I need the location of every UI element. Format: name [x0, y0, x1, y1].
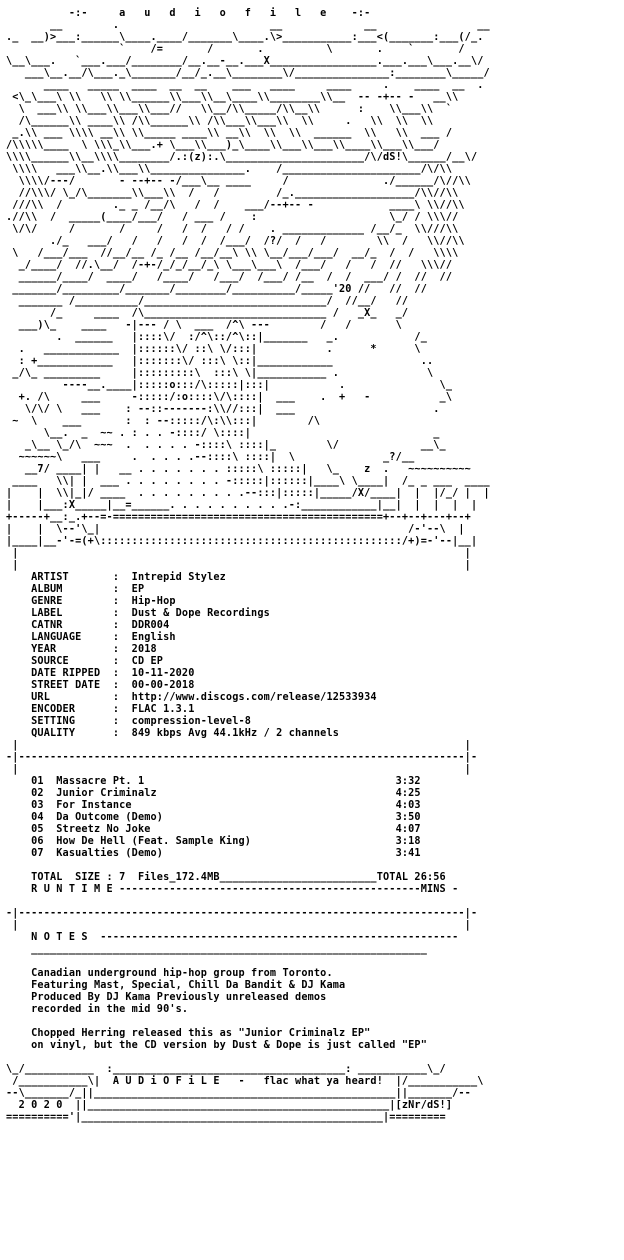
notes-line: recorded in the mid 90's.: [6, 1004, 189, 1015]
header-art-line: _______ /__________/____________________…: [6, 296, 409, 307]
info-field-album: ALBUM : EP: [6, 584, 145, 595]
track-row: 04 Da Outcome (Demo) 3:50: [6, 812, 421, 823]
track-row: 01 Massacre Pt. 1 3:32: [6, 776, 421, 787]
header-title-line: -:- a u d i o f i l e -:-: [6, 8, 371, 19]
footer-line: /___________\| A U D i O F i L E - flac …: [6, 1076, 484, 1087]
header-art-line: \ ___\\ \\___\\___\\___// \\__/\\_____/\…: [6, 104, 453, 115]
notes-underline: ________________________________________…: [6, 944, 427, 955]
header-art-line: |____|__-'-=(+\:::::::::::::::::::::::::…: [6, 536, 478, 547]
header-art-line: ___)\_ ____ -|--- / \ ___ /^\ --- / / \: [6, 320, 402, 331]
footer-line: 2 0 2 0 ||______________________________…: [6, 1100, 453, 1111]
info-field-setting: SETTING : compression-level-8: [6, 716, 252, 727]
notes-line: Featuring Mast, Special, Chill Da Bandit…: [6, 980, 346, 991]
info-field-street-date: STREET DATE : 00-00-2018: [6, 680, 195, 691]
track-row: 05 Streetz No Joke 4:07: [6, 824, 421, 835]
header-art-line: //\\\/ \_/\_______\\___\\ / / /_._______…: [6, 188, 459, 199]
header-art-line: +-----+__:_.+--=-=======================…: [6, 512, 471, 523]
header-art-line: _/\_ _________ |:::::::::\ :::\ \|______…: [6, 368, 434, 379]
notes-line: Canadian underground hip-hop group from …: [6, 968, 333, 979]
header-art-line: .//\\ / _____(____/___/ / ___ / : \_/ / …: [6, 212, 459, 223]
notes-line: [6, 1016, 490, 1028]
blank-line: [6, 896, 490, 908]
header-art-line: __7/ ____| | __ . . . . . . . :::::\ :::…: [6, 464, 471, 475]
header-art-line: ./_ ___/ / / / / /___/ /?/ / / \\ / \\//…: [6, 236, 465, 247]
header-art-line: \\\\/---/ - --+-- -/___\__ ____ / ./____…: [6, 176, 471, 187]
header-art-line: \\\\ ___\\__.\\___\\_______________. /__…: [6, 164, 453, 175]
box-border-line: | |: [6, 740, 471, 751]
header-art-line: \__\___. `___.___/________/__.__-__.___X…: [6, 56, 484, 67]
header-art-line: +. /\ ___ -:::::/:o::::\/\::::| ___ . + …: [6, 392, 453, 403]
header-art-line: | | \--'\_| /-'--\ |: [6, 524, 465, 535]
info-field-genre: GENRE : Hip-Hop: [6, 596, 176, 607]
notes-heading: N O T E S ------------------------------…: [6, 932, 459, 943]
info-field-date-ripped: DATE RIPPED : 10-11-2020: [6, 668, 195, 679]
header-art-line: ____ \\| | ___ . . . . . . . . -:::::|::…: [6, 476, 490, 487]
header-art-line: __ . __ __ __: [6, 20, 490, 31]
box-border-line: | |: [6, 920, 471, 931]
track-row: 06 How De Hell (Feat. Sample King) 3:18: [6, 836, 421, 847]
info-field-quality: QUALITY : 849 kbps Avg 44.1kHz / 2 chann…: [6, 728, 340, 739]
section-divider: -|--------------------------------------…: [6, 752, 478, 763]
total-size-line: TOTAL SIZE : 7 Files_172.4MB____________…: [6, 872, 446, 883]
box-border-line: | |: [6, 560, 471, 571]
blank-line: [6, 956, 490, 968]
header-art-line: | | \\|_|/ ____ . . . . . . . . .--:::|:…: [6, 488, 490, 499]
header-art-line: ----__.____|:::::o:::/\:::::|:::| . \_: [6, 380, 453, 391]
header-art-line: /_ ____ /\_____________________________ …: [6, 308, 409, 319]
header-art-line: \/\/ \ ___ : --::-------:\\//:::| ___ .: [6, 404, 440, 415]
header-art-line: <\_\___\ \\ \\ \\______\\___\\__\____\\_…: [6, 92, 459, 103]
header-art-line: : +____________ |:::::::\/ :::\ \::|____…: [6, 356, 434, 367]
track-row: 03 For Instance 4:03: [6, 800, 421, 811]
runtime-line: R U N T I M E --------------------------…: [6, 884, 459, 895]
footer-line: =========='|____________________________…: [6, 1112, 446, 1123]
footer-line: \_/___________ :________________________…: [6, 1064, 446, 1075]
header-art-line: ~ \ ___ : : --:::::/\:\\:::| /\: [6, 416, 321, 427]
info-field-url: URL : http://www.discogs.com/release/125…: [6, 692, 377, 703]
header-art-line: /\______\\ ____\\ /\\______\\ /\\___\\__…: [6, 116, 434, 127]
header-art-line: ______/____/ ____/ /____/ /___/ /___/ /_…: [6, 272, 453, 283]
header-art-line: /\\\\\____ \ \\\_\\___.+ \___\\___)_\___…: [6, 140, 440, 151]
box-border-line: | |: [6, 548, 471, 559]
header-art-line: \ /___/___ //__/__ /_ /__ /__/__\ \\ \__…: [6, 248, 459, 259]
header-art-line: _.\\ ___ \\\\ __\\ \\_____ ____\\ __\\ \…: [6, 128, 453, 139]
box-border-line: | |: [6, 764, 471, 775]
info-field-encoder: ENCODER : FLAC 1.3.1: [6, 704, 195, 715]
track-row: 02 Junior Criminalz 4:25: [6, 788, 421, 799]
header-art-line: _/____/ //.\__/ /-+-/_/_/__/_\ \___\___\…: [6, 260, 453, 271]
nfo-ascii-art: -:- a u d i o f i l e -:- __ . __ __ __.…: [6, 8, 490, 1124]
header-art-line: _______/_________/_______/________/_____…: [6, 284, 427, 295]
header-art-line: ///\\ / ._ _ /__/\ / / ___/--+-- - ____\…: [6, 200, 465, 211]
track-row: 07 Kasualties (Demo) 3:41: [6, 848, 421, 859]
notes-line: Chopped Herring released this as "Junior…: [6, 1028, 371, 1039]
notes-line: Produced By DJ Kama Previously unrelease…: [6, 992, 327, 1003]
notes-line: on vinyl, but the CD version by Dust & D…: [6, 1040, 427, 1051]
blank-line: [6, 1052, 490, 1064]
footer-line: --\_______/_||__________________________…: [6, 1088, 471, 1099]
header-art-line: ~~~~~~\ ___ . . . . .--::::\ ::::| \ _?/…: [6, 452, 415, 463]
info-field-artist: ARTIST : Intrepid Stylez: [6, 572, 226, 583]
header-art-line: | |___:X_____|__=______. . . . . . . . .…: [6, 500, 478, 511]
info-field-catnr: CATNR : DDR004: [6, 620, 170, 631]
header-art-line: ___\__.__/\___._\_______/__/_.__\_______…: [6, 68, 490, 79]
header-art-line: \__. _ ~~ . : . . -::::/ \::::| _: [6, 428, 440, 439]
blank-line: [6, 860, 490, 872]
header-art-line: . ____________ |::::::\/ ::\ \/:::| . * …: [6, 344, 421, 355]
section-divider: -|--------------------------------------…: [6, 908, 478, 919]
info-field-language: LANGUAGE : English: [6, 632, 176, 643]
header-art-line: ____ _____ ____ __ __ ___ ____ ____ . __…: [6, 80, 484, 91]
header-art-line: \/\/ / / / / / / / . _____________ /__/_…: [6, 224, 459, 235]
header-art-line: . ______ |::::\/ :/^\::/^\::|_______ _. …: [6, 332, 427, 343]
header-art-line: ` /= / . \ . ` /: [6, 44, 465, 55]
header-art-line: _\__ \_/\ ~~~ . . . . . -::::\ ::::|_ \/…: [6, 440, 446, 451]
info-field-source: SOURCE : CD EP: [6, 656, 164, 667]
info-field-year: YEAR : 2018: [6, 644, 157, 655]
header-art-line: ._ __)>___:______\____.____/_______\____…: [6, 32, 484, 43]
header-art-line: \\\\______\\__\\\\________/.:(z):.\_____…: [6, 152, 478, 163]
info-field-label: LABEL : Dust & Dope Recordings: [6, 608, 270, 619]
